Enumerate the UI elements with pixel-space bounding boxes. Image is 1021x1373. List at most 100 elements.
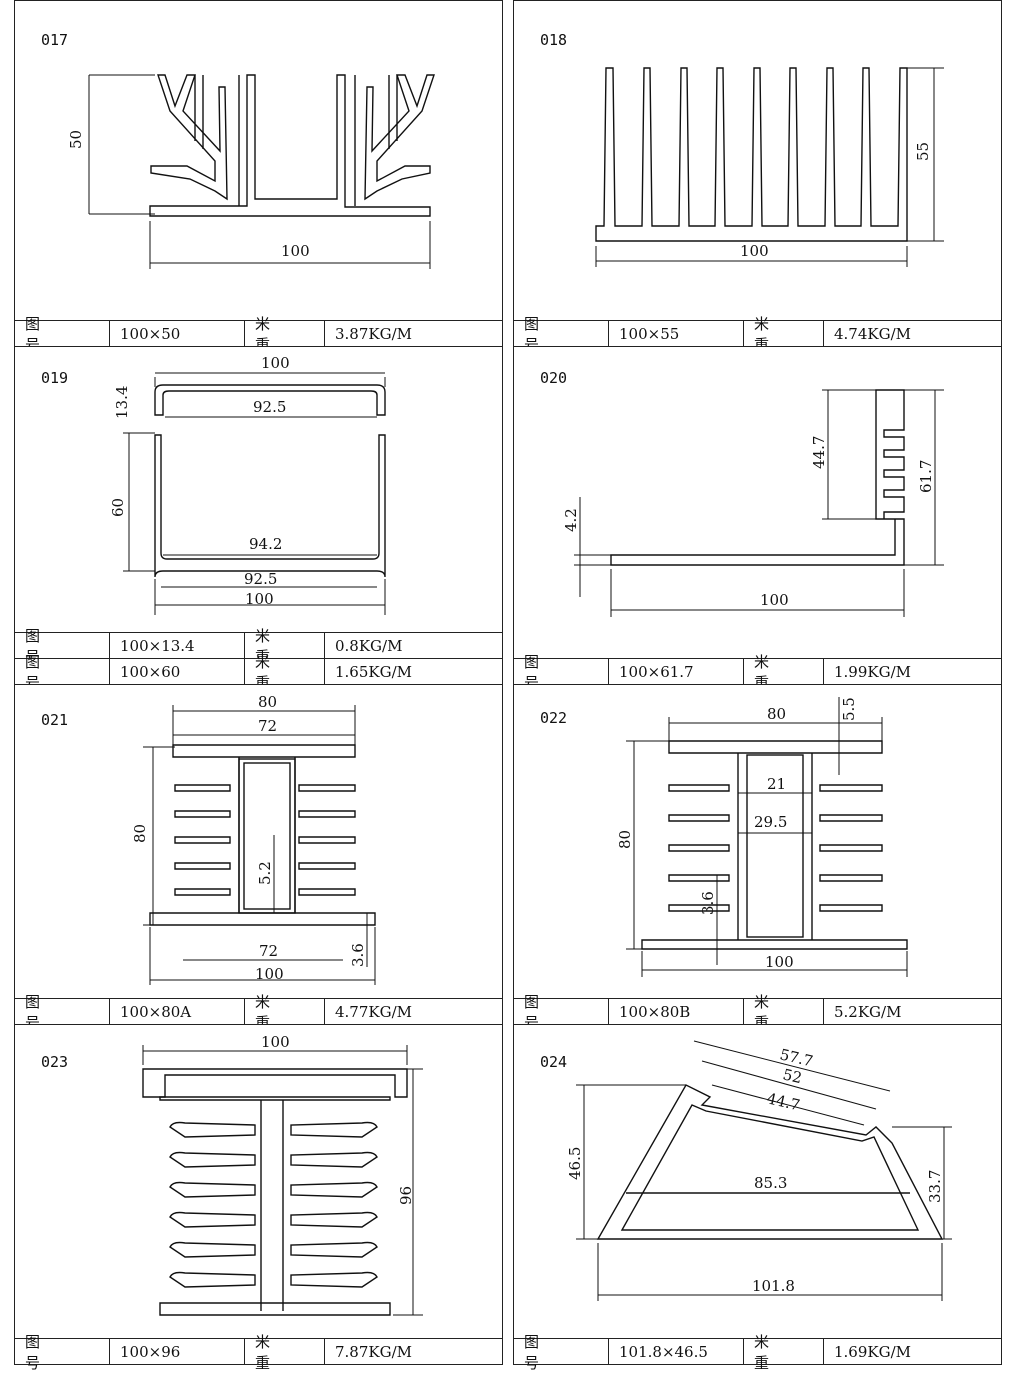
profile-017-drawing: 50 100 [67, 74, 435, 269]
profile-id: 023 [41, 1053, 69, 1071]
dim-inner: 94.2 [249, 535, 282, 553]
size-value: 100×13.4 [110, 633, 245, 658]
dim-inner-bottom: 92.5 [244, 570, 277, 588]
dim-top-inner: 72 [258, 717, 277, 735]
label-weight: 米重 [744, 993, 824, 1032]
dim-width: 101.8 [752, 1277, 795, 1295]
dim-side-inner: 44.7 [765, 1089, 802, 1114]
profile-023-cell: 023 100 96 [14, 1024, 503, 1340]
label-weight: 米重 [744, 315, 824, 354]
dim-top-inner: 92.5 [253, 398, 286, 416]
label-weight: 米重 [245, 993, 325, 1032]
spec-row-020: 图号 100×61.7 米重 1.99KG/M [513, 653, 1002, 692]
profile-id: 018 [540, 31, 568, 49]
dim-height: 60 [109, 498, 127, 517]
dim-slot-inner: 21 [767, 775, 786, 793]
label-drawing-no: 图号 [514, 653, 609, 692]
dim-top-width: 100 [261, 354, 290, 372]
spec-row-022: 图号 100×80B 米重 5.2KG/M [513, 993, 1002, 1032]
label-drawing-no: 图号 [514, 993, 609, 1032]
size-value: 100×60 [110, 659, 245, 684]
weight-value: 4.74KG/M [834, 324, 911, 343]
dim-width: 100 [760, 591, 789, 609]
profile-id: 019 [41, 369, 69, 387]
dim-side-outer: 57.7 [778, 1045, 815, 1070]
dim-top-width: 80 [767, 705, 786, 723]
dim-thickness: 4.2 [562, 508, 580, 532]
label-drawing-no: 图号 [514, 1333, 609, 1372]
dim-side-mid: 52 [781, 1065, 804, 1087]
profile-020-cell: 020 44.7 61.7 4.2 100 [513, 346, 1002, 660]
dim-inner-width: 85.3 [754, 1174, 787, 1192]
dim-width: 100 [765, 953, 794, 971]
dim-top-width: 80 [258, 693, 277, 711]
dim-height: 50 [67, 130, 85, 149]
label-weight: 米重 [744, 1333, 824, 1372]
dim-top-thickness: 5.5 [840, 697, 858, 721]
profile-id: 020 [540, 369, 568, 387]
weight-value: 3.87KG/M [335, 324, 412, 343]
weight-value: 1.69KG/M [834, 1342, 911, 1361]
weight-value: 1.65KG/M [335, 662, 412, 681]
profile-021-drawing: 80 72 80 5.2 72 3.6 100 [131, 693, 376, 985]
profile-018-drawing: 55 100 [595, 67, 944, 267]
profile-019-cell: 019 13.4 100 92.5 60 94.2 92.5 100 [14, 346, 503, 634]
weight-value: 5.2KG/M [834, 1002, 902, 1021]
label-weight: 米重 [245, 653, 325, 692]
label-drawing-no: 图号 [15, 315, 110, 354]
profile-024-cell: 024 57.7 52 44.7 46.5 33.7 85.3 101.8 [513, 1024, 1002, 1340]
profile-id: 024 [540, 1053, 568, 1071]
spec-row-024: 图号 101.8×46.5 米重 1.69KG/M [513, 1333, 1002, 1372]
size-value: 100×55 [609, 321, 744, 346]
dim-left-height: 46.5 [566, 1147, 584, 1180]
label-drawing-no: 图号 [15, 653, 110, 692]
dim-width: 100 [255, 965, 284, 983]
label-drawing-no: 图号 [15, 1333, 110, 1372]
dim-inner-height: 44.7 [810, 436, 828, 469]
weight-value: 0.8KG/M [335, 636, 403, 655]
profile-019-drawing: 13.4 100 92.5 60 94.2 92.5 100 [109, 354, 386, 615]
dim-height: 96 [397, 1186, 415, 1205]
label-weight: 米重 [744, 653, 824, 692]
size-value: 100×96 [110, 1339, 245, 1364]
dim-thickness: 3.6 [349, 943, 367, 967]
profile-023-drawing: 100 96 [142, 1033, 423, 1316]
dim-slot-outer: 29.5 [754, 813, 787, 831]
size-value: 100×80A [110, 999, 245, 1024]
profile-022-cell: 022 80 5.5 21 29.5 80 3.6 100 [513, 684, 1002, 1000]
dim-height: 80 [131, 824, 149, 843]
profile-id: 017 [41, 31, 69, 49]
profile-id: 021 [41, 711, 69, 729]
weight-value: 1.99KG/M [834, 662, 911, 681]
size-value: 100×61.7 [609, 659, 744, 684]
profile-024-drawing: 57.7 52 44.7 46.5 33.7 85.3 101.8 [566, 1040, 952, 1301]
dim-width: 100 [740, 242, 769, 260]
dim-width: 100 [281, 242, 310, 260]
spec-row-023: 图号 100×96 米重 7.87KG/M [14, 1333, 503, 1372]
profile-020-drawing: 44.7 61.7 4.2 100 [562, 389, 944, 617]
spec-row-021: 图号 100×80A 米重 4.77KG/M [14, 993, 503, 1032]
dim-width: 100 [261, 1033, 290, 1051]
label-weight: 米重 [245, 1333, 325, 1372]
dim-height: 61.7 [917, 460, 935, 493]
dim-height: 55 [914, 142, 932, 161]
profile-017-cell: 017 50 100 [14, 0, 503, 322]
profile-id: 022 [540, 709, 568, 727]
dim-width: 100 [245, 590, 274, 608]
label-drawing-no: 图号 [15, 993, 110, 1032]
dim-bottom-inner: 72 [259, 942, 278, 960]
size-value: 100×80B [609, 999, 744, 1024]
profile-018-cell: 018 55 100 [513, 0, 1002, 322]
label-drawing-no: 图号 [514, 315, 609, 354]
weight-value: 4.77KG/M [335, 1002, 412, 1021]
spec-row-017: 图号 100×50 米重 3.87KG/M [14, 315, 503, 354]
size-value: 100×50 [110, 321, 245, 346]
profile-021-cell: 021 80 72 80 5.2 72 3.6 100 [14, 684, 503, 1000]
dim-height: 80 [616, 830, 634, 849]
dim-slot: 5.2 [256, 861, 274, 885]
weight-value: 7.87KG/M [335, 1342, 412, 1361]
label-weight: 米重 [245, 315, 325, 354]
dim-right-height: 33.7 [926, 1170, 944, 1203]
dim-thickness: 3.6 [699, 891, 717, 915]
